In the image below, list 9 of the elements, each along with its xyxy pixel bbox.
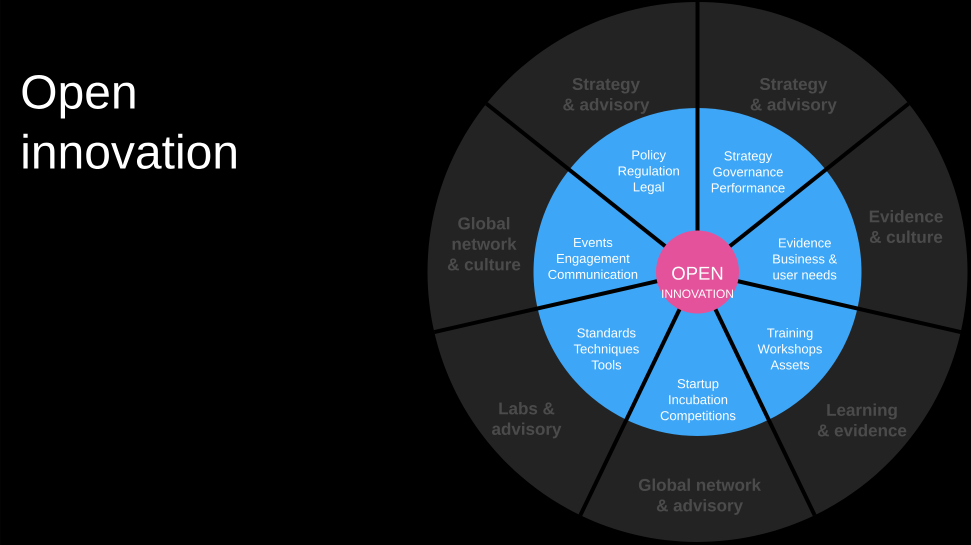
node-label: Legal [634, 182, 664, 194]
node-label: Events [574, 238, 612, 248]
node-label: Policy [632, 150, 666, 162]
node-label: Assets [770, 360, 810, 370]
node-label: Performance [712, 182, 785, 192]
node-label: Tools [592, 360, 622, 370]
slide-title: Open innovation [22, 75, 236, 169]
node-label: Strategy [724, 151, 772, 164]
node-label: Training [767, 328, 812, 340]
